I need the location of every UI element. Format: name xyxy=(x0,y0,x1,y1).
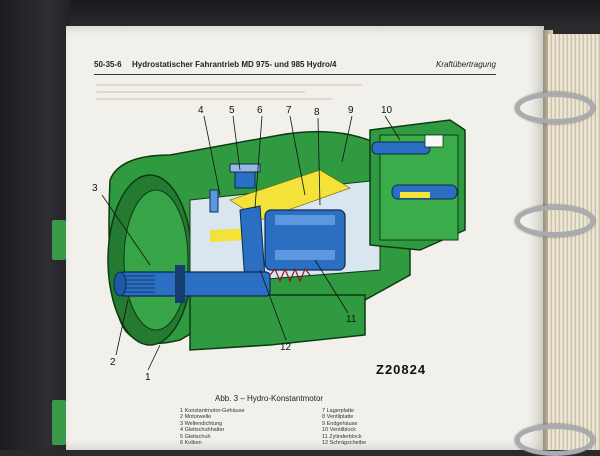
binder-ring xyxy=(515,424,595,456)
shaft-splines xyxy=(125,275,155,293)
flange-face xyxy=(123,189,189,331)
callout-leaders xyxy=(101,115,401,371)
legend-item: 6 Kolben xyxy=(180,440,202,447)
valve-spool xyxy=(371,141,431,155)
divider-tab[interactable] xyxy=(52,400,66,445)
binder-top xyxy=(0,0,600,30)
legend-right: 7 Lagerplatte 8 Ventilplatte 9 Endgehäus… xyxy=(322,408,366,446)
callout-10: 10 xyxy=(381,105,393,116)
callout-3: 3 xyxy=(92,183,98,194)
callout-4: 4 xyxy=(198,105,204,116)
legend-item: 5 Gleitschuh xyxy=(180,433,211,440)
piston xyxy=(275,250,335,260)
callout-9: 9 xyxy=(348,105,354,116)
callout-1: 1 xyxy=(145,372,151,383)
legend-item: 10 Ventilblock xyxy=(322,427,356,434)
callout-6: 6 xyxy=(257,105,263,116)
page-header: 50-35-6 Hydrostatischer Fahrantrieb MD 9… xyxy=(94,58,496,75)
motor-cutaway-diagram xyxy=(101,115,466,371)
legend-item: 3 Wellendichtung xyxy=(180,420,223,427)
legend-item: 7 Lagerplatte xyxy=(322,408,355,414)
shaft-end xyxy=(113,271,127,297)
figure-caption: Abb. 3 – Hydro-Konstantmotor xyxy=(215,394,324,403)
figure-code: Z20824 xyxy=(376,362,427,377)
swash-plate xyxy=(239,205,266,283)
bleed-screw xyxy=(209,189,219,213)
shaft-seal xyxy=(175,265,185,303)
legend-item: 9 Endgehäuse xyxy=(322,420,358,427)
housing-base xyxy=(189,294,366,351)
callout-12: 12 xyxy=(280,342,292,353)
legend-item: 12 Schrägscheibe xyxy=(322,440,367,447)
binder-ring xyxy=(515,92,595,124)
callout-2: 2 xyxy=(110,357,116,368)
legend-item: 1 Konstantmotor-Gehäuse xyxy=(180,408,245,414)
legend-item: 2 Motorwelle xyxy=(180,414,212,421)
legend-item: 8 Ventilplatte xyxy=(322,414,354,421)
piston xyxy=(275,215,335,225)
spring xyxy=(269,267,311,283)
section-title: Kraftübertragung xyxy=(435,60,496,69)
divider-tab[interactable] xyxy=(52,220,66,260)
top-fitting xyxy=(234,169,256,189)
legend-item: 11 Zylinderblock xyxy=(322,433,362,440)
legend-left: 1 Konstantmotor-Gehäuse 2 Motorwelle 3 W… xyxy=(180,408,245,446)
callout-7: 7 xyxy=(286,105,292,116)
top-fitting-cap xyxy=(229,163,261,173)
legend-item: 4 Gleitschuhhalter xyxy=(180,427,225,434)
page-number: 50-35-6 xyxy=(94,60,122,69)
page-title: Hydrostatischer Fahrantrieb MD 975- und … xyxy=(132,60,337,69)
callout-5: 5 xyxy=(229,105,235,116)
valve-spool-yellow xyxy=(400,192,430,198)
faded-bleedthrough-text xyxy=(96,84,476,114)
binder-ring xyxy=(515,205,595,237)
callout-11: 11 xyxy=(346,314,357,325)
callout-8: 8 xyxy=(314,107,320,118)
valve-port xyxy=(424,134,444,148)
